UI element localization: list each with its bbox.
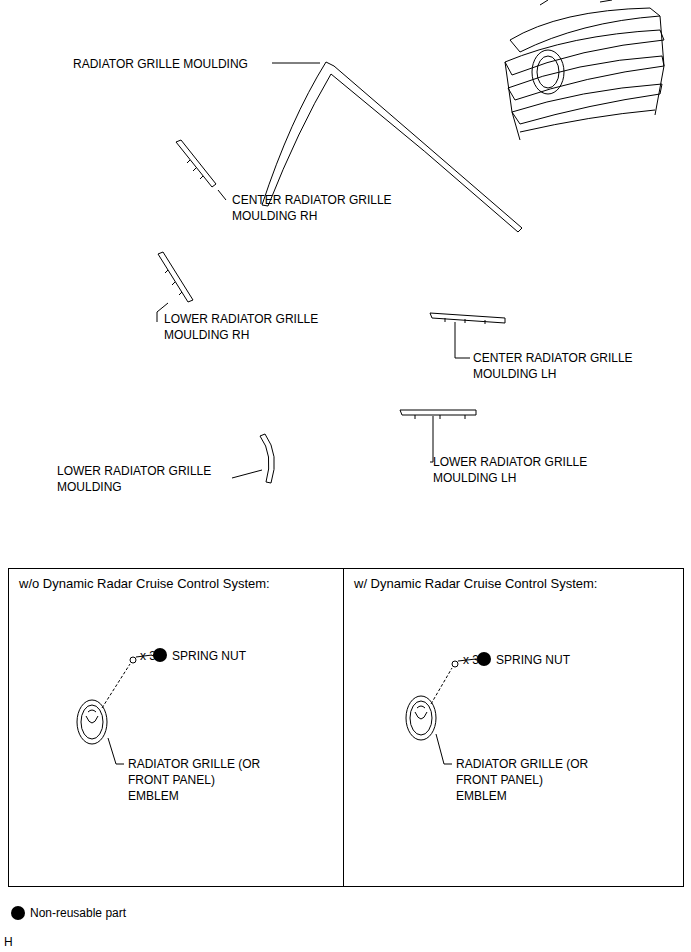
- label-box: LOWER RADIATOR GRILLE MOULDING RH: [164, 311, 349, 343]
- part-label: RADIATOR GRILLE (OR FRONT PANEL) EMBLEM: [128, 757, 260, 803]
- part-label: RADIATOR GRILLE MOULDING: [73, 57, 248, 71]
- label-box: LOWER RADIATOR GRILLE MOULDING LH: [433, 454, 618, 486]
- legend-entry: Non-reusable part: [30, 905, 230, 921]
- variant-panel: w/o Dynamic Radar Cruise Control System:: [8, 568, 344, 887]
- label-box: RADIATOR GRILLE (OR FRONT PANEL) EMBLEM: [456, 756, 591, 804]
- part-label: CENTER RADIATOR GRILLE MOULDING LH: [473, 351, 633, 381]
- part-label: CENTER RADIATOR GRILLE MOULDING RH: [232, 193, 392, 223]
- part-label: H: [4, 935, 13, 949]
- variant-panel: w/ Dynamic Radar Cruise Control System:: [343, 568, 684, 887]
- label-box: CENTER RADIATOR GRILLE MOULDING RH: [232, 192, 422, 224]
- panel-heading: w/ Dynamic Radar Cruise Control System:: [344, 569, 683, 593]
- label-box: x 3: [463, 652, 493, 668]
- part-label: RADIATOR GRILLE (OR FRONT PANEL) EMBLEM: [456, 757, 588, 803]
- label-box: RADIATOR GRILLE (OR FRONT PANEL) EMBLEM: [128, 756, 263, 804]
- legend-text: Non-reusable part: [30, 906, 126, 920]
- label-box: x 3: [140, 648, 170, 664]
- label-box: SPRING NUT: [172, 648, 272, 664]
- part-label: x 3: [463, 653, 479, 667]
- grille-illustration: [505, 0, 664, 140]
- label-box: LOWER RADIATOR GRILLE MOULDING: [57, 463, 237, 495]
- part-label: LOWER RADIATOR GRILLE MOULDING: [57, 464, 211, 494]
- part-label: LOWER RADIATOR GRILLE MOULDING LH: [433, 455, 587, 485]
- legend-dot: [11, 906, 25, 920]
- part-label: SPRING NUT: [172, 649, 246, 663]
- label-box: SPRING NUT: [496, 652, 596, 668]
- label-box: RADIATOR GRILLE MOULDING: [73, 56, 283, 72]
- part-label: x 3: [140, 649, 156, 663]
- part-label: SPRING NUT: [496, 653, 570, 667]
- label-box: CENTER RADIATOR GRILLE MOULDING LH: [473, 350, 663, 382]
- part-label: LOWER RADIATOR GRILLE MOULDING RH: [164, 312, 318, 342]
- panel-heading: w/o Dynamic Radar Cruise Control System:: [9, 569, 343, 593]
- label-box: H: [4, 934, 24, 950]
